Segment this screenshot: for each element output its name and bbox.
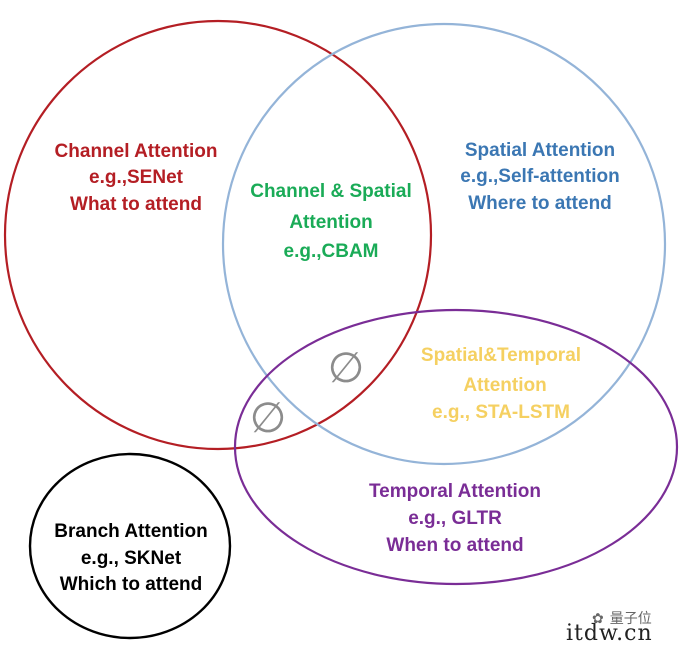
temporal-attention-example: e.g., GLTR [408,508,502,529]
empty-set-symbol-lower: ∅ [250,393,287,442]
channel-attention-purpose: What to attend [70,194,202,215]
branch-attention-purpose: Which to attend [60,574,202,595]
temporal-attention-label: Temporal Attention e.g., GLTR When to at… [369,481,541,556]
watermark-brand-text: 量子位 [610,611,652,627]
spatial-temporal-title: Spatial&Temporal [421,345,581,366]
spatial-temporal-title-cont: Attention [463,375,546,396]
spatial-attention-label: Spatial Attention e.g.,Self-attention Wh… [460,140,619,214]
channel-attention-circle [3,19,433,451]
branch-attention-example: e.g., SKNet [81,548,182,569]
spatial-temporal-example: e.g., STA-LSTM [432,402,570,423]
spatial-attention-circle [221,22,667,466]
channel-spatial-title-cont: Attention [289,212,372,233]
branch-attention-circle [28,452,232,640]
watermark-site: itdw.cn [566,621,653,646]
wechat-icon: ✿ [592,611,604,627]
temporal-attention-ellipse [233,308,679,586]
empty-set-symbol-upper: ∅ [328,343,365,392]
watermark: ✿ 量子位 itdw.cn [566,611,653,646]
watermark-brand: ✿ 量子位 [592,611,652,627]
branch-attention-title: Branch Attention [54,521,207,542]
temporal-attention-purpose: When to attend [386,535,523,556]
temporal-attention-title: Temporal Attention [369,481,541,502]
channel-attention-title: Channel Attention [55,141,218,162]
channel-spatial-example: e.g.,CBAM [284,241,379,262]
spatial-attention-purpose: Where to attend [468,193,612,214]
spatial-attention-title: Spatial Attention [465,140,615,161]
channel-attention-example: e.g.,SENet [89,167,184,188]
branch-attention-label: Branch Attention e.g., SKNet Which to at… [54,521,207,595]
channel-spatial-attention-label: Channel & Spatial Attention e.g.,CBAM [250,181,412,262]
spatial-temporal-attention-label: Spatial&Temporal Attention e.g., STA-LST… [421,345,581,423]
spatial-attention-example: e.g.,Self-attention [460,166,619,187]
channel-attention-label: Channel Attention e.g.,SENet What to att… [55,141,218,215]
channel-spatial-title: Channel & Spatial [250,181,412,202]
